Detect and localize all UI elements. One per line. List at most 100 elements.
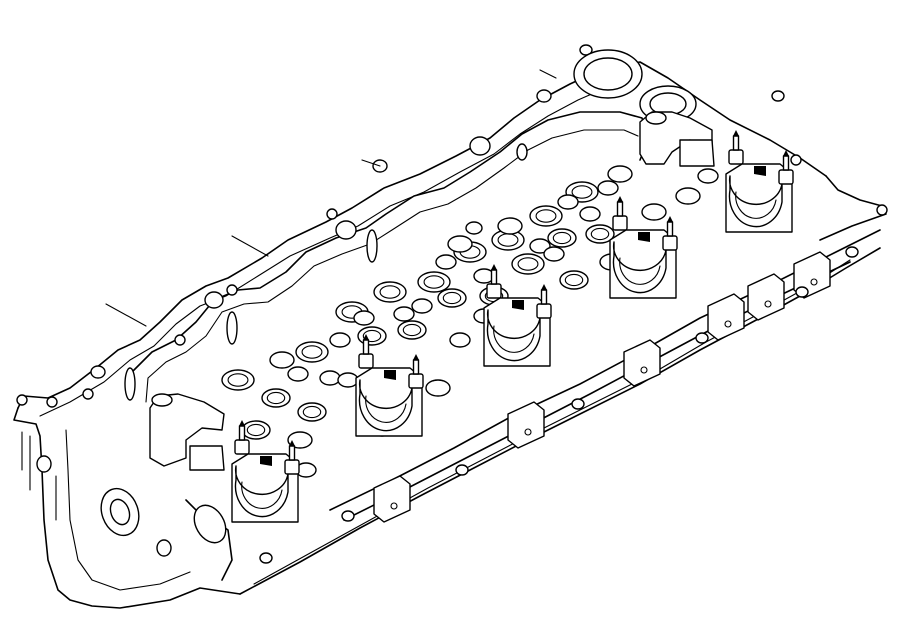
stud-nut: [408, 373, 424, 389]
valve-port: [261, 388, 291, 408]
rail-bolt-hole: [724, 320, 732, 328]
saddle-key: [754, 166, 766, 176]
cam-bearing-saddle: [231, 420, 300, 523]
front-bolt-hole: [341, 510, 355, 522]
cam-bearing-saddle: [355, 334, 424, 437]
valve-port: [241, 420, 271, 440]
stud-nut: [662, 235, 678, 251]
stud-tip: [239, 420, 245, 426]
stud: [490, 269, 498, 285]
rail-block: [747, 273, 785, 321]
stud: [412, 359, 420, 375]
valve-port: [353, 310, 375, 326]
stud: [782, 155, 790, 171]
bearing-inner: [493, 325, 535, 353]
rail-block: [623, 339, 661, 387]
stud-nut: [536, 303, 552, 319]
rail-bolt-hole: [810, 278, 818, 286]
port-seat: [535, 209, 557, 223]
valve-port: [579, 206, 601, 222]
front-bolt-hole: [695, 332, 709, 344]
valve-port: [557, 194, 579, 210]
rail-block-group: [259, 246, 859, 564]
port-seat: [379, 285, 401, 299]
saddle-key: [260, 456, 272, 466]
valve-port: [641, 203, 667, 221]
front-bolt-hole: [259, 552, 273, 564]
valve-port: [397, 320, 427, 340]
rail-bolt-hole: [640, 366, 648, 374]
valve-port: [511, 253, 545, 275]
stud: [666, 221, 674, 237]
valve-port: [559, 270, 589, 290]
port-seat: [266, 391, 286, 405]
port-seat: [362, 329, 382, 343]
valve-port: [607, 165, 633, 183]
stud-tip: [617, 196, 623, 202]
right-rocker-arm: [639, 111, 715, 167]
left-rocker-arm: [149, 393, 225, 471]
port-seat: [246, 423, 266, 437]
valve-port: [675, 187, 701, 205]
valve-port: [697, 168, 719, 184]
rail-bolt-hole: [764, 300, 772, 308]
front-rail: [259, 229, 881, 564]
front-bolt-hole: [571, 398, 585, 410]
port-seat: [552, 231, 572, 245]
valve-port: [529, 238, 551, 254]
bearing-inner: [241, 481, 283, 509]
stud-tip: [363, 334, 369, 340]
port-seat: [442, 291, 462, 305]
port-seat: [402, 323, 422, 337]
port-seat: [423, 275, 445, 289]
stud-nut: [612, 215, 628, 231]
valve-port: [295, 341, 329, 363]
valve-port: [393, 306, 415, 322]
saddle-key: [638, 232, 650, 242]
saddle-key: [512, 300, 524, 310]
valve-port: [373, 281, 407, 303]
stud-nut: [284, 459, 300, 475]
bearing-inner: [365, 395, 407, 423]
valve-port: [547, 228, 577, 248]
bearing-inner: [735, 191, 777, 219]
rail-block: [507, 401, 545, 449]
stud-nut: [728, 149, 744, 165]
valve-port: [329, 332, 351, 348]
cam-bearing-saddle: [725, 130, 794, 233]
rail-block: [373, 475, 411, 523]
cam-bearing-group: [231, 130, 794, 523]
front-bolt-hole: [455, 464, 469, 476]
port-seat: [302, 405, 322, 419]
stud-nut: [486, 283, 502, 299]
stud-tip: [733, 130, 739, 136]
stud-tip: [289, 440, 295, 446]
stud-nut: [234, 439, 250, 455]
valve-port: [319, 370, 341, 386]
stud: [288, 445, 296, 461]
valve-port: [447, 235, 473, 253]
valve-port: [269, 351, 295, 369]
stud-tip: [413, 354, 419, 360]
valve-port: [287, 366, 309, 382]
valve-port: [357, 326, 387, 346]
valve-port-group: [221, 165, 719, 478]
valve-port: [435, 254, 457, 270]
stud-tip: [783, 150, 789, 156]
stud: [616, 201, 624, 217]
stud: [540, 289, 548, 305]
rail-bolt-hole: [390, 502, 398, 510]
gasket-rail: [16, 44, 888, 408]
stud: [362, 339, 370, 355]
stud: [238, 425, 246, 441]
valve-port: [529, 205, 563, 227]
port-seat: [564, 273, 584, 287]
rail-mount-block: [707, 293, 745, 341]
port-seat: [590, 227, 610, 241]
valve-port: [449, 332, 471, 348]
valve-port: [411, 298, 433, 314]
port-seat: [301, 345, 323, 359]
valve-port: [585, 224, 615, 244]
